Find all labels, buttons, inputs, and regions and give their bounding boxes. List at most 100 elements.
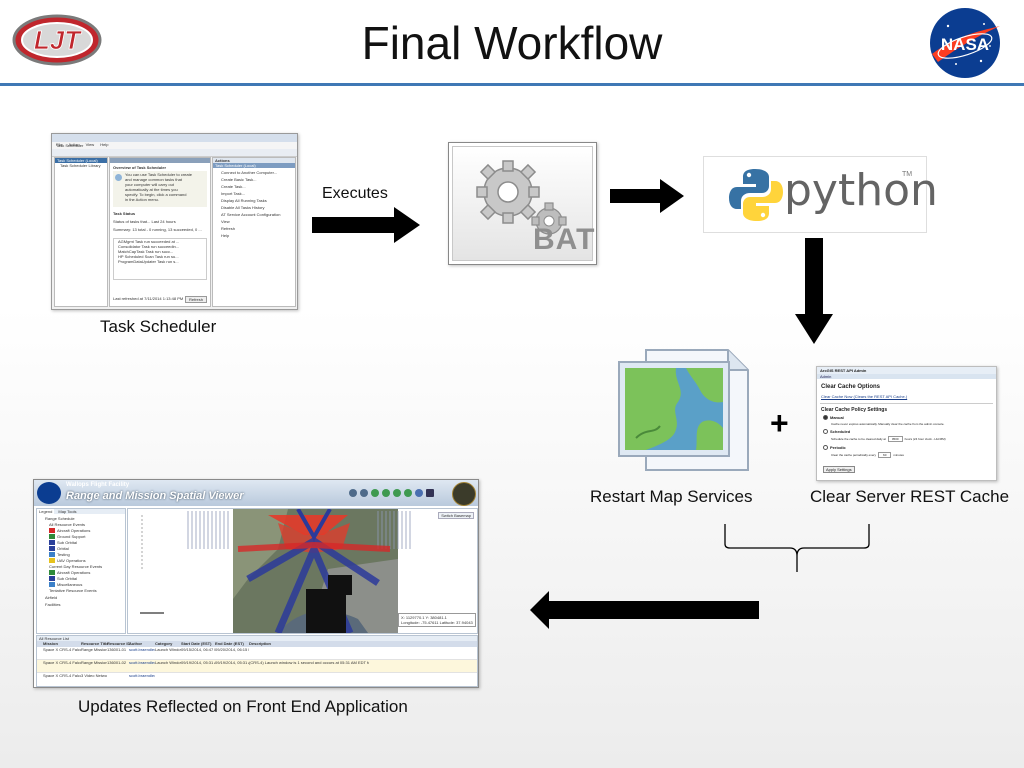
map-service-icon [616,342,754,474]
ts-menu-help: Help [100,142,109,147]
ts-overview-line: specify. To begin, click a command [125,192,187,197]
table-row[interactable]: Space X CRS-4 Falcon 9 Launch Range Miss… [37,660,477,673]
legend-item[interactable]: Current Day Resource Events [49,564,103,569]
nasa-logo-text: NASA [941,35,989,54]
spatial-viewer-screenshot: Wallops Flight Facility Range and Missio… [33,479,479,688]
legend-item: Miscellaneous [49,582,125,587]
column-header[interactable]: Resource ID [107,641,131,646]
viewer-header: Wallops Flight Facility Range and Missio… [34,480,478,506]
legend-item[interactable]: All Resource Events [49,522,86,527]
ts-actions-header: Actions [213,158,295,163]
column-header[interactable]: Author [129,641,143,646]
table-row[interactable]: Space X CRS-4 Falcon 9 3 Video Network s… [37,673,477,683]
legend-item[interactable]: Range Schedule [45,516,75,521]
scheduled-time-input[interactable]: 0500 [887,436,903,442]
legend-item[interactable]: Airfield [45,595,58,600]
manual-radio[interactable] [823,415,828,420]
ts-action-item[interactable]: Refresh [221,226,236,231]
measure-icon[interactable] [415,489,423,497]
table-cell: 136001-02 [107,660,127,665]
table-cell: Launch Windows [155,647,181,652]
ts-action-item[interactable]: Connect to Another Computer... [221,170,278,175]
ts-action-item[interactable]: Import Task... [221,191,245,196]
python-wordmark: python [784,165,938,216]
ts-action-item[interactable]: View [221,219,230,224]
switch-basemap-button[interactable]: Switch Basemap [438,512,474,519]
table-cell[interactable]: scott.braendle@nasa.gov [129,673,155,678]
ts-action-item[interactable]: Create Basic Task... [221,177,257,182]
table-cell[interactable]: scott.braendle@nasa.gov [129,647,155,652]
viewer-org: Wallops Flight Facility [66,482,130,488]
column-header[interactable]: Start Date (EST) [181,641,212,646]
ts-tree-root: Task Scheduler (Local) [55,158,107,163]
column-header[interactable]: Description [249,641,272,646]
restart-map-services-label: Restart Map Services [590,487,753,506]
executes-label: Executes [322,185,388,202]
apply-settings-button[interactable]: Apply Settings [823,466,855,473]
zoom-out-icon[interactable] [360,489,368,497]
task-scheduler-label: Task Scheduler [100,317,217,336]
clear-cache-now-link[interactable]: Clear Cache Now (Clears the REST API Cac… [821,394,908,399]
policy-title: Clear Cache Policy Settings [821,407,888,413]
ts-overview-line: automatically at the times you [125,187,178,192]
tab-map-tools[interactable]: Map Tools [58,509,77,514]
previous-extent-icon[interactable] [393,489,401,497]
ts-action-item[interactable]: Display All Running Tasks [221,198,267,203]
periodic-note: Clear the cache periodically every [831,453,877,457]
table-cell: Space X CRS-4 Falcon 9 [43,673,81,678]
zoom-in-icon[interactable] [349,489,357,497]
legend-item[interactable]: Tentative Resource Events [49,588,97,593]
legend-item: Aircraft Operations [49,570,125,575]
rest-admin-crumb[interactable]: Admin [817,374,996,379]
table-cell: Space X CRS-4 Falcon 9 Countdown [43,647,81,652]
table-cell: 09/19/2014, 05:31 AM [215,660,249,665]
ts-task-row[interactable]: Consolidator Task run succeedin... [118,244,180,249]
ts-status-line[interactable]: Status of tasks that... Last 24 hours [113,219,176,224]
scheduled-radio[interactable] [823,429,828,434]
executes-arrow [312,207,420,243]
table-row[interactable]: Space X CRS-4 Falcon 9 Countdown Range M… [37,647,477,660]
periodic-radio[interactable] [823,445,828,450]
ts-refresh-button[interactable]: Refresh [184,296,207,303]
rest-cache-title: Clear Cache Options [821,384,881,390]
table-cell: 3 Video Network [81,673,107,678]
map-view[interactable]: Switch Basemap X: 1129770.1 Y: 380481.1 … [127,508,478,634]
ts-overview-line: your computer will carry out [125,182,174,187]
table-cell[interactable]: scott.braendle@nasa.gov [129,660,155,665]
print-icon[interactable] [426,489,434,497]
title-divider [0,83,1024,86]
full-extent-icon[interactable] [382,489,390,497]
column-header[interactable]: Mission [43,641,58,646]
ts-task-row[interactable]: HP Scheduled Scan Task run su... [118,254,179,259]
ts-summary: Summary: 13 total - 0 running, 13 succee… [113,227,202,232]
bat-text: BAT [533,223,596,256]
updates-left-arrow [530,591,759,629]
table-cell [107,673,129,683]
ts-status-header: Task Status [113,211,136,216]
pan-icon[interactable] [371,489,379,497]
table-cell: Space X CRS-4 Falcon 9 Launch [43,660,81,665]
periodic-minutes-input[interactable]: 60 [878,452,892,458]
ts-refresh-note: Last refreshed at 7/11/2014 1:13:48 PM [113,296,184,301]
column-header[interactable]: Resource Title [81,641,109,646]
updates-reflected-label: Updates Reflected on Front End Applicati… [78,697,408,716]
coord-readout: X: 1129770.1 Y: 380481.1 [401,615,447,620]
legend-item[interactable]: Facilities [45,602,61,607]
python-logo: python TM [703,156,938,233]
next-extent-icon[interactable] [404,489,412,497]
legend-item: Aircraft Operations [49,528,125,533]
table-cell: 09/15/2014, 06:47 PM [181,647,215,652]
ts-task-row[interactable]: MatchCapTask Task run succ... [118,249,174,254]
tab-legend[interactable]: Legend [37,509,55,514]
ts-action-item[interactable]: Help [221,233,230,238]
ts-task-row[interactable]: ProgramDataUpdater Task run s... [118,259,179,264]
ts-action-item[interactable]: Disable All Tasks History [221,205,265,210]
ts-action-item[interactable]: Create Task... [221,184,246,189]
table-cell [249,647,369,659]
ts-action-item[interactable]: AT Service Account Configuration [221,212,281,217]
column-header[interactable]: End Date (EST) [215,641,244,646]
legend-panel: Legend Map Tools Range Schedule All Reso… [36,508,126,634]
ts-task-row[interactable]: AGMgmt Task run succeeded at ... [118,239,180,244]
table-cell: 136001-01 [107,647,127,652]
column-header[interactable]: Category [155,641,173,646]
